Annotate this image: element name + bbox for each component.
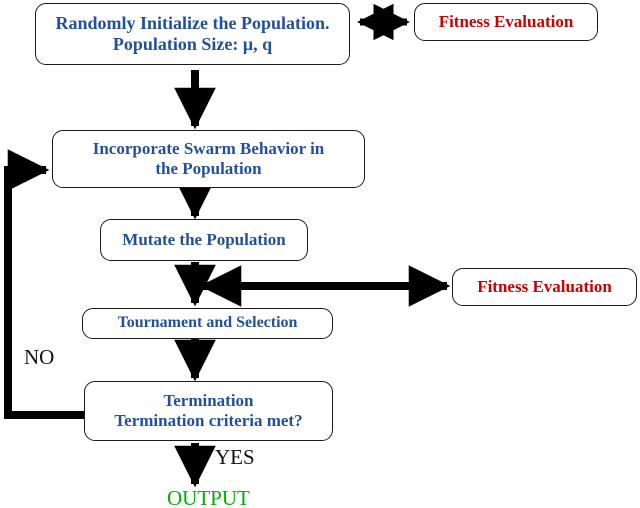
edge-label-yes: YES — [215, 445, 255, 469]
node-fitness-evaluation-mid[interactable]: Fitness Evaluation — [452, 268, 637, 306]
arrow-termination-to-swarm-feedback — [4, 149, 84, 419]
node-line-2: the Population — [155, 159, 262, 178]
node-incorporate-swarm-behavior[interactable]: Incorporate Swarm Behavior in the Popula… — [52, 130, 365, 188]
edge-label-no: NO — [24, 345, 55, 369]
node-line-1: Fitness Evaluation — [477, 276, 612, 296]
node-line-1: Tournament and Selection — [117, 314, 298, 332]
node-tournament-and-selection[interactable]: Tournament and Selection — [82, 308, 333, 339]
node-line-1: Mutate the Population — [122, 229, 286, 249]
node-line-1: Fitness Evaluation — [438, 11, 574, 31]
node-fitness-evaluation-top[interactable]: Fitness Evaluation — [414, 3, 598, 41]
node-line-2: Termination criteria met? — [114, 411, 303, 430]
node-mutate-the-population[interactable]: Mutate the Population — [100, 219, 308, 261]
node-line-1: Incorporate Swarm Behavior in — [92, 138, 325, 158]
output-label: OUTPUT — [167, 486, 250, 508]
node-line-1: Termination — [163, 390, 254, 410]
node-termination[interactable]: Termination Termination criteria met? — [84, 381, 333, 441]
node-line-1: Randomly Initialize the Population. — [55, 12, 330, 33]
node-randomly-initialize-population[interactable]: Randomly Initialize the Population. Popu… — [35, 3, 350, 65]
node-line-2: Population Size: μ, q — [112, 34, 273, 54]
